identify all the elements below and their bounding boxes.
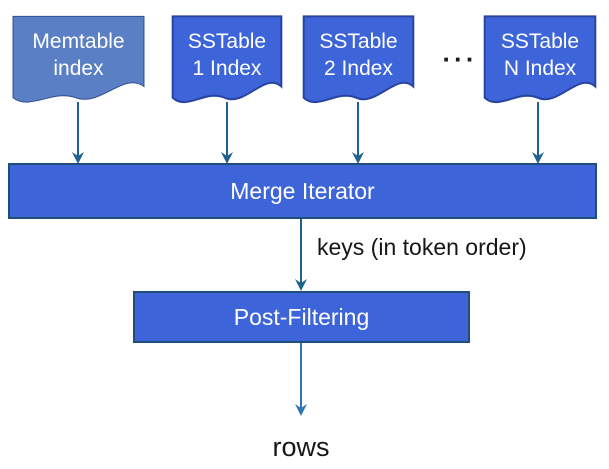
post-filtering-box: Post-Filtering (133, 291, 470, 343)
memtable-line1: Memtable (32, 30, 125, 54)
merge-iterator-label: Merge Iterator (230, 177, 375, 204)
arrow-merge-to-postfilter (295, 219, 307, 291)
sstable-1-index-label: SSTable 1 Index (171, 15, 283, 97)
document-shape (11, 15, 146, 109)
document-shape (171, 15, 283, 109)
arrow-postfilter-to-rows (295, 343, 307, 416)
rows-label: rows (272, 432, 330, 462)
memtable-line2: index (53, 57, 104, 80)
sstable-2-index-node: SSTable 2 Index (302, 15, 415, 109)
keys-label: keys (in token order) (317, 234, 527, 260)
sstablen-line2: N Index (503, 57, 577, 80)
merge-iterator-box: Merge Iterator (8, 163, 597, 219)
memtable-index-label: Memtable index (11, 15, 146, 97)
document-shape (483, 15, 597, 109)
sstable-2-index-label: SSTable 2 Index (302, 15, 415, 97)
memtable-index-node: Memtable index (11, 15, 146, 109)
ellipsis: ··· (442, 44, 478, 74)
sstable-1-index-node: SSTable 1 Index (171, 15, 283, 109)
sstable2-line2: 2 Index (324, 57, 393, 80)
arrow-sstable1-to-merge (221, 102, 233, 164)
sstable-n-index-label: SSTable N Index (483, 15, 597, 97)
sstable1-line1: SSTable (187, 30, 267, 54)
sstablen-line1: SSTable (500, 30, 580, 54)
sstable1-line2: 1 Index (192, 57, 262, 80)
arrow-sstable2-to-merge (352, 102, 364, 164)
sstable-n-index-node: SSTable N Index (483, 15, 597, 109)
post-filtering-label: Post-Filtering (233, 303, 370, 330)
arrow-memtable-to-merge (72, 102, 84, 164)
arrow-sstablen-to-merge (532, 102, 544, 164)
sstable2-line1: SSTable (319, 30, 398, 54)
document-shape (302, 15, 415, 109)
